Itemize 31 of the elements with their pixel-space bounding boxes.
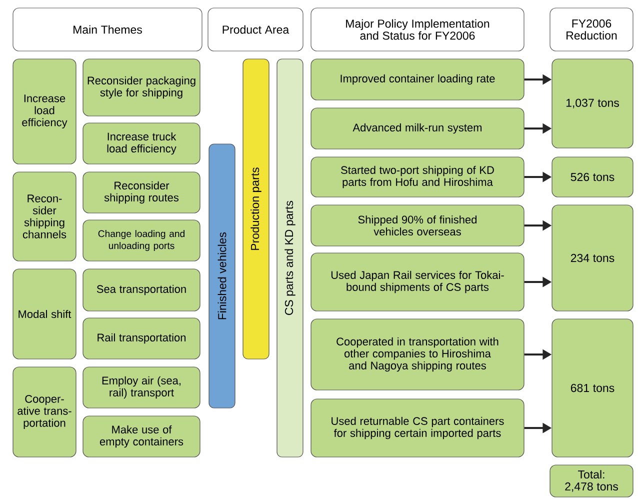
measure-box: Rail transportation: [82, 318, 200, 360]
policy-box: Advanced milk-run system: [310, 108, 524, 150]
product-area-bar: Production parts: [242, 58, 270, 360]
theme-box: Recon- sider shipping channels: [12, 172, 76, 262]
theme-box: Modal shift: [12, 268, 76, 360]
header-box: FY2006 Reduction: [550, 8, 634, 52]
policy-box: Started two-port shipping of KD parts from Hofu and Hiroshima: [310, 156, 524, 198]
measure-box: Increase truck load efficiency: [82, 122, 200, 164]
product-area-bar: CS parts and KD parts: [276, 58, 304, 458]
policy-box: Cooperated in transportation with other companies to Hiroshima and Nagoya shipping routes: [310, 318, 524, 390]
measure-box: Make use of empty containers: [82, 416, 200, 458]
reduction-box: Total: 2,478 tons: [550, 464, 634, 498]
measure-box: Sea transportation: [82, 268, 200, 312]
policy-box: Used returnable CS part containers for shipping certain imported parts: [310, 398, 524, 458]
product-area-bar: Finished vehicles: [208, 144, 236, 408]
header-box: Major Policy Implementation and Status for FY2006: [310, 8, 524, 52]
measure-box: Reconsider packaging style for shipping: [82, 58, 200, 116]
measure-box: Change loading and unloading ports: [82, 220, 200, 262]
header-box: Product Area: [208, 8, 304, 52]
policy-box: Used Japan Rail services for Tokai-bound shipments of CS parts: [310, 252, 524, 312]
header-box: Main Themes: [12, 8, 202, 52]
reduction-box: 526 tons: [552, 156, 634, 198]
reduction-box: 234 tons: [552, 204, 634, 312]
reduction-box: 681 tons: [552, 318, 634, 458]
reduction-box: 1,037 tons: [552, 58, 634, 148]
policy-box: Shipped 90% of finished vehicles overseas: [310, 204, 524, 246]
theme-box: Cooper- ative trans- portation: [12, 366, 76, 458]
measure-box: Employ air (sea, rail) transport: [82, 366, 200, 408]
theme-box: Increase load efficiency: [12, 58, 76, 164]
policy-box: Improved container loading rate: [310, 58, 524, 100]
measure-box: Reconsider shipping routes: [82, 172, 200, 214]
